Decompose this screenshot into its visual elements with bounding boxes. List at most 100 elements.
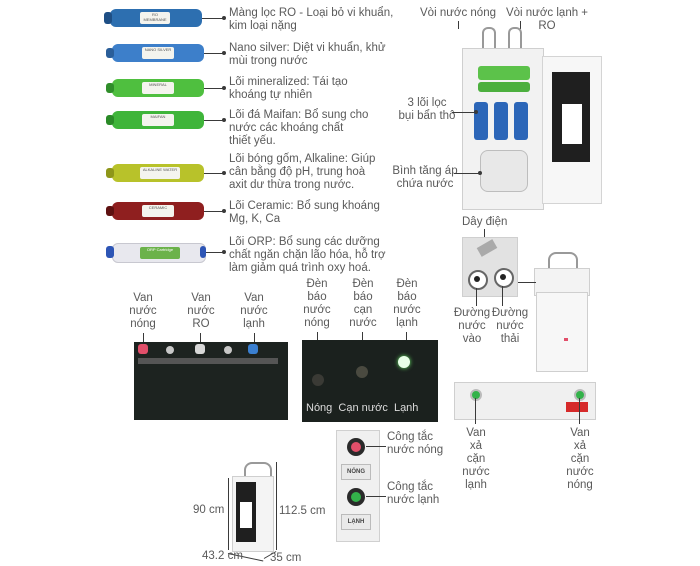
dispenser-front-white xyxy=(240,502,252,528)
filter-label-ceramic: Lõi Ceramic: Bổ sung khoáng Mg, K, Ca xyxy=(229,200,380,225)
leader-dot xyxy=(222,118,226,122)
filter-label-ro: Màng lọc RO - Loại bỏ vi khuẩn, kim loại… xyxy=(229,7,394,32)
dispenser-mini-body xyxy=(536,292,588,372)
leader-vertical xyxy=(520,21,521,29)
port-center xyxy=(474,276,480,282)
filter-label-mineralized: Lõi mineralized: Tái tạo khoáng tự nhiên xyxy=(229,76,348,101)
label-light-cold: Đèn báo nước lạnh xyxy=(393,278,421,329)
filter-alkaline-sticker: ALKALINE WATER xyxy=(140,167,180,179)
leader-line xyxy=(202,18,224,19)
label-prefilters: 3 lõi lọc bụi bẩn thô xyxy=(398,97,456,122)
dim-line-height-body xyxy=(228,478,229,550)
pressure-tank xyxy=(480,150,528,192)
label-switch-cold: Công tắc nước lạnh xyxy=(387,481,440,506)
label-inlet: Đường nước vào xyxy=(453,307,491,345)
filter-label-alkaline: Lõi bóng gốm, Alkaline: Giúp cân bằng độ… xyxy=(229,153,376,191)
label-switch-hot: Công tắc nước nóng xyxy=(387,431,444,456)
leader-dot xyxy=(474,110,478,114)
leader-line xyxy=(452,112,476,113)
dim-line-height-total xyxy=(276,462,277,550)
light-low xyxy=(356,366,368,378)
leader-dot xyxy=(222,86,226,90)
filter-orp-cap-left xyxy=(106,246,114,258)
leader-line xyxy=(366,446,386,447)
leader-vertical xyxy=(254,333,255,345)
light-panel-text: Nóng Cạn nước Lạnh xyxy=(306,402,419,414)
valve-stem xyxy=(224,346,232,354)
switch-hot-lens xyxy=(351,442,361,452)
filter-label-nano: Nano silver: Diệt vi khuẩn, khử mùi tron… xyxy=(229,42,386,67)
dispenser-mini-taps xyxy=(548,252,578,270)
leader-line xyxy=(518,282,536,283)
drain-panel xyxy=(454,382,596,420)
valve-stem xyxy=(166,346,174,354)
leader-line xyxy=(204,173,224,174)
label-drain-hot: Van xả cặn nước nóng xyxy=(566,427,594,491)
leader-vertical xyxy=(476,288,477,306)
switch-cold-button: LẠNH xyxy=(341,514,371,530)
switch-cold-lens xyxy=(351,492,361,502)
prefilter-3 xyxy=(514,102,528,140)
hot-tap xyxy=(482,27,496,51)
port-center xyxy=(500,274,506,280)
leader-dot xyxy=(222,209,226,213)
leader-dot xyxy=(222,51,226,55)
switch-hot-button: NÓNG xyxy=(341,464,371,480)
label-light-low: Đèn báo cạn nước xyxy=(349,278,377,329)
leader-dot xyxy=(478,171,482,175)
filter-orp-sticker: ORP Cartridge xyxy=(140,247,180,259)
filter-label-maifan: Lõi đá Maifan: Bổ sung cho nước các khoá… xyxy=(229,109,369,147)
label-valve-cold: Van nước lạnh xyxy=(240,292,268,330)
leader-vertical xyxy=(143,333,144,345)
label-hot-tap: Vòi nước nóng xyxy=(420,7,496,19)
filter-ro-sticker: RO MEMBRANE xyxy=(140,12,170,24)
filter-orp-cap-right xyxy=(200,246,206,258)
dim-depth: 35 cm xyxy=(270,552,302,564)
leader-line xyxy=(206,252,224,253)
prefilter-1 xyxy=(474,102,488,140)
filter-ceramic-cap xyxy=(106,206,114,216)
filter-nano-cap xyxy=(106,48,114,58)
filter-mineral-cap xyxy=(106,83,114,93)
top-filters-green-2 xyxy=(478,82,530,92)
label-valve-ro: Van nước RO xyxy=(187,292,215,330)
leader-vertical xyxy=(579,398,580,424)
label-tank: Bình tăng áp chứa nước xyxy=(392,165,458,190)
top-filters-green xyxy=(478,66,530,80)
valve-panel xyxy=(134,342,288,420)
leader-dot xyxy=(222,16,226,20)
filter-maifan-cap xyxy=(106,115,114,125)
light-panel xyxy=(302,340,438,422)
leader-vertical xyxy=(484,229,485,239)
dim-width: 43.2 cm xyxy=(202,550,243,562)
label-light-hot: Đèn báo nước nóng xyxy=(303,278,331,329)
drain-hot-valve xyxy=(574,389,586,401)
dispenser-taps xyxy=(244,462,272,478)
label-drain-cold: Van xả cặn nước lạnh xyxy=(462,427,490,491)
drain-hot-warning xyxy=(566,402,588,412)
leader-dot xyxy=(222,250,226,254)
dim-height-body: 90 cm xyxy=(193,504,225,516)
label-outlet: Đường nước thải xyxy=(491,307,529,345)
label-power-cord: Dây điện xyxy=(462,216,508,228)
leader-line xyxy=(366,496,386,497)
leader-vertical xyxy=(502,286,503,306)
dispenser-mini-indicator xyxy=(564,338,568,341)
filter-ceramic-sticker: CERAMIC xyxy=(142,205,174,217)
light-hot xyxy=(312,374,324,386)
leader-vertical xyxy=(458,21,459,29)
valve-ro-knob xyxy=(195,344,205,354)
leader-line xyxy=(204,53,224,54)
prefilter-2 xyxy=(494,102,508,140)
leader-line xyxy=(454,173,480,174)
valve-pipes xyxy=(138,358,278,364)
leader-vertical xyxy=(200,333,201,345)
leader-dot xyxy=(222,171,226,175)
cold-tap xyxy=(508,27,522,51)
label-valve-hot: Van nước nóng xyxy=(129,292,157,330)
leader-line xyxy=(204,88,224,89)
drain-cold-valve xyxy=(470,389,482,401)
filter-label-orp: Lõi ORP: Bổ sung các dưỡng chất ngăn chặ… xyxy=(229,236,386,274)
filter-maifan-sticker: MAIFAN xyxy=(142,114,174,126)
filter-ro-cap xyxy=(104,12,112,24)
